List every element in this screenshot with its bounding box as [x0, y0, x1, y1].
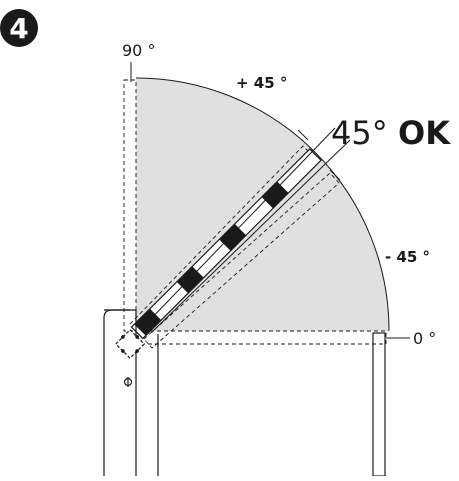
boom-stripe — [176, 266, 204, 294]
boom-0-outline — [135, 330, 387, 345]
pivot-bolt — [135, 335, 139, 339]
label-plus-45: + 45 ° — [236, 74, 287, 92]
label-0-degrees: 0 ° — [413, 329, 436, 348]
sector-arc — [135, 77, 390, 332]
ok-leader-line — [144, 127, 336, 326]
pivot-bolt — [121, 335, 125, 339]
step-badge-circle — [0, 9, 38, 47]
label-90-degrees: 90 ° — [122, 41, 155, 60]
boom-minus-45-outline — [143, 172, 340, 349]
label-minus-45: - 45 ° — [385, 248, 430, 266]
boom-stripe — [219, 223, 247, 251]
pivot-bolt — [135, 349, 139, 353]
label-ok-word: OK — [398, 114, 451, 152]
step-number: 4 — [9, 12, 28, 45]
pivot-hub — [115, 329, 145, 359]
support-post — [372, 332, 386, 477]
ok-leader-line — [151, 139, 351, 333]
tick-plus-45 — [297, 129, 309, 141]
boom-stripe — [261, 181, 289, 209]
step-badge: 4 — [0, 9, 38, 47]
pivot-bolt — [121, 349, 125, 353]
tick-minus-45 — [329, 169, 341, 181]
boom-90-outline — [123, 79, 137, 332]
label-ok-angle: 45° — [331, 114, 388, 152]
lock-icon — [123, 377, 133, 387]
